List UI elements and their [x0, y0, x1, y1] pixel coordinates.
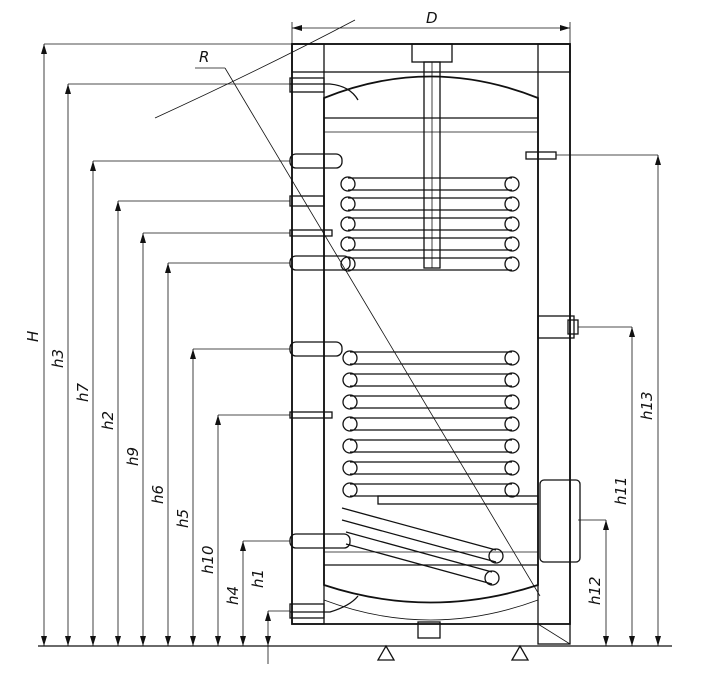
right-connections [377, 151, 581, 563]
radius-indicator [154, 19, 541, 597]
coil-end-left [340, 216, 356, 232]
coil-end-left [342, 394, 358, 410]
coil-end-right [504, 438, 520, 454]
dimension-arrow [165, 263, 171, 273]
dimension-arrow [215, 636, 221, 646]
coil-end-left [342, 350, 358, 366]
dimension-arrow [90, 161, 96, 171]
coil-end-left [342, 460, 358, 476]
coil-end-right [504, 176, 520, 192]
insulation-jacket [291, 43, 571, 645]
dimension-arrow [215, 415, 221, 425]
label-h9: h9 [124, 447, 142, 466]
coil-end-left [340, 236, 356, 252]
label-h1: h1 [249, 569, 267, 588]
height-dimensions [41, 43, 661, 664]
label-h4: h4 [224, 586, 242, 605]
coil-end-left [342, 482, 358, 498]
label-h13: h13 [638, 391, 656, 420]
top-flange [411, 43, 453, 269]
label-h11: h11 [612, 476, 630, 505]
dimension-arrow [65, 636, 71, 646]
dimension-arrow [115, 201, 121, 211]
bottom-drain [376, 621, 530, 661]
dimension-arrow [240, 541, 246, 551]
label-D: D [426, 9, 438, 27]
coil-end-right [504, 350, 520, 366]
dimension-arrow [140, 636, 146, 646]
label-h2: h2 [99, 411, 117, 430]
coil-end-left [342, 438, 358, 454]
dimension-arrow [90, 636, 96, 646]
coil-end-right [504, 256, 520, 272]
dimension-arrow [629, 636, 635, 646]
dimension-D [291, 22, 571, 44]
dimension-arrow [41, 44, 47, 54]
dimension-arrow [240, 636, 246, 646]
dimension-arrow [655, 636, 661, 646]
label-h3: h3 [49, 349, 67, 368]
dimension-arrow [115, 636, 121, 646]
coil-end-right [504, 460, 520, 476]
slanted-coil-bottom [345, 543, 493, 585]
dimension-arrow [655, 155, 661, 165]
coil-end-right [504, 196, 520, 212]
coil-end-right [504, 372, 520, 388]
slanted-coil-end [484, 570, 500, 586]
label-R: R [199, 48, 209, 66]
coil-end-right [504, 394, 520, 410]
coil-end-right [504, 236, 520, 252]
upper-coil [340, 176, 520, 272]
dimension-arrow [603, 520, 609, 530]
coil-end-right [504, 416, 520, 432]
dimension-arrow [165, 636, 171, 646]
label-h7: h7 [74, 382, 92, 402]
label-h6: h6 [149, 485, 167, 504]
label-H: H [24, 331, 42, 342]
slanted-coil-bottom [341, 519, 497, 563]
slanted-coil-top [341, 507, 497, 551]
coil-end-left [342, 416, 358, 432]
label-h12: h12 [586, 576, 604, 605]
dimension-arrow [629, 327, 635, 337]
dimension-arrow [265, 636, 271, 646]
slanted-coil-end [488, 548, 504, 564]
lower-coil [341, 350, 520, 586]
dimension-arrow [140, 233, 146, 243]
coil-end-right [504, 482, 520, 498]
label-h10: h10 [199, 545, 217, 574]
coil-end-left [340, 176, 356, 192]
dimension-arrow [41, 636, 47, 646]
coil-end-right [504, 216, 520, 232]
dimension-arrow [65, 84, 71, 94]
slanted-coil-top [345, 531, 493, 573]
dimension-arrow [265, 611, 271, 621]
dimension-arrow [190, 349, 196, 359]
dimension-arrow [190, 636, 196, 646]
dimension-arrow [603, 636, 609, 646]
coil-end-left [340, 196, 356, 212]
label-h5: h5 [174, 509, 192, 528]
coil-end-left [342, 372, 358, 388]
